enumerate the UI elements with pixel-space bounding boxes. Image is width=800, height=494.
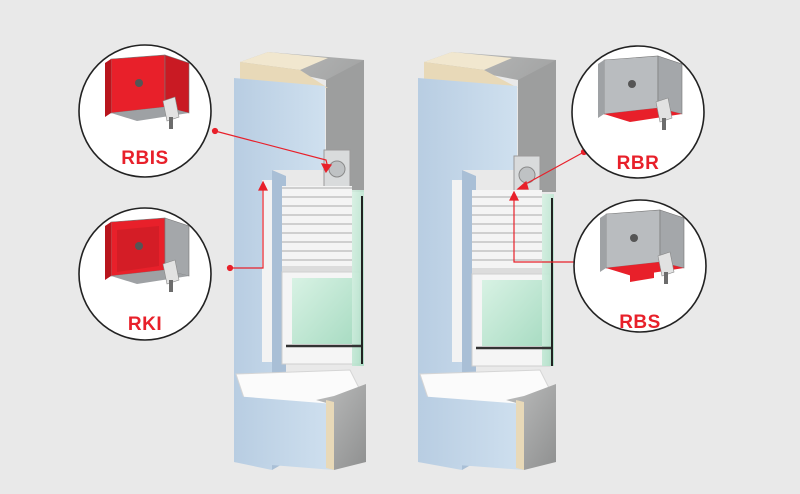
render-layer bbox=[240, 52, 328, 70]
callout-label-rbs: RBS bbox=[619, 312, 661, 333]
insulation-wall bbox=[234, 78, 325, 470]
leader-rki bbox=[230, 186, 264, 269]
callout-rki: RKI bbox=[78, 207, 212, 341]
bracket-illustration bbox=[600, 209, 685, 284]
callout-group: RBIS RKI RBR RBS bbox=[78, 44, 707, 341]
window-assembly-right bbox=[418, 52, 556, 470]
callout-rbis: RBIS bbox=[78, 44, 212, 178]
callout-rbs: RBS bbox=[573, 199, 707, 333]
callout-label-rbr: RBR bbox=[617, 153, 660, 174]
roller-shutter bbox=[472, 190, 542, 270]
window-glass bbox=[292, 278, 352, 344]
callout-label-rki: RKI bbox=[128, 314, 162, 335]
bracket-illustration bbox=[598, 55, 683, 130]
callout-label-rbis: RBIS bbox=[121, 148, 168, 169]
bracket-illustration bbox=[105, 217, 190, 292]
window-assembly-left bbox=[234, 52, 366, 470]
bracket-illustration bbox=[105, 54, 190, 129]
leader-rbs bbox=[513, 196, 580, 263]
leader-rbr bbox=[521, 151, 585, 187]
callout-rbr: RBR bbox=[571, 45, 705, 179]
roller-shutter bbox=[282, 186, 352, 268]
